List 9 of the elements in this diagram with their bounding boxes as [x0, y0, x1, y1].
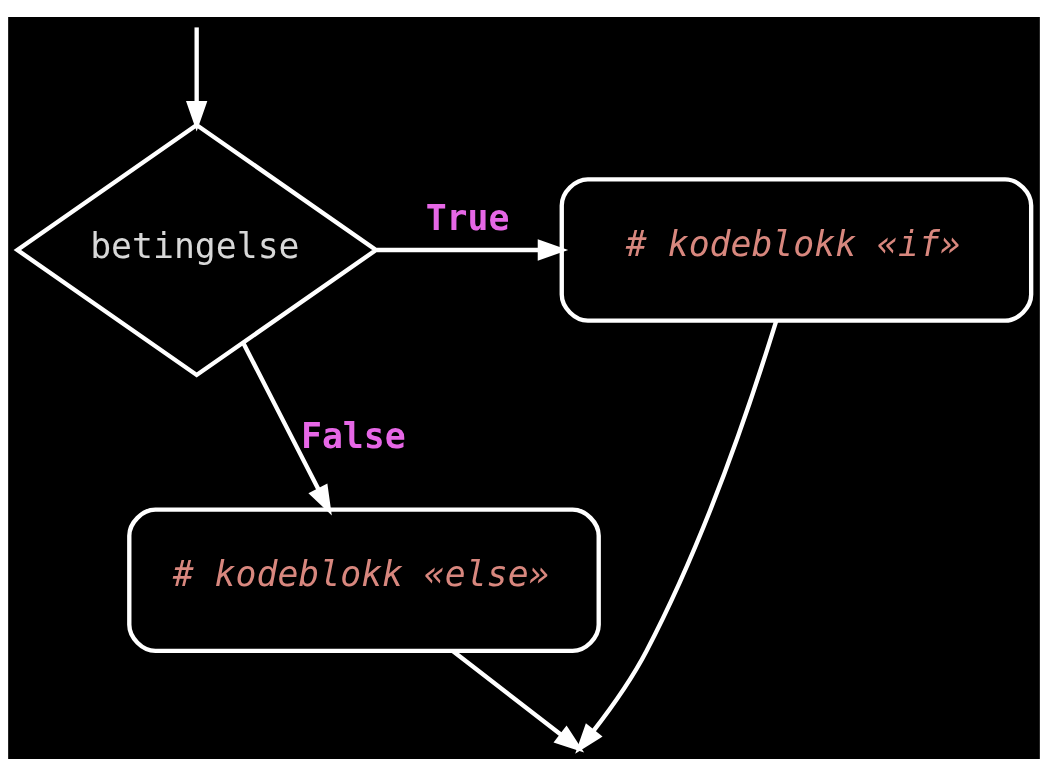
arrow [186, 27, 208, 132]
node-diamond: betingelse [13, 122, 380, 378]
node-box: # kodeblokk «else» [127, 507, 601, 654]
edge-label: True [425, 198, 510, 239]
edge-label: False [300, 416, 406, 457]
arrow [241, 341, 332, 516]
arrow [575, 320, 779, 754]
node-box: # kodeblokk «if» [559, 177, 1034, 323]
arrow [376, 239, 569, 261]
